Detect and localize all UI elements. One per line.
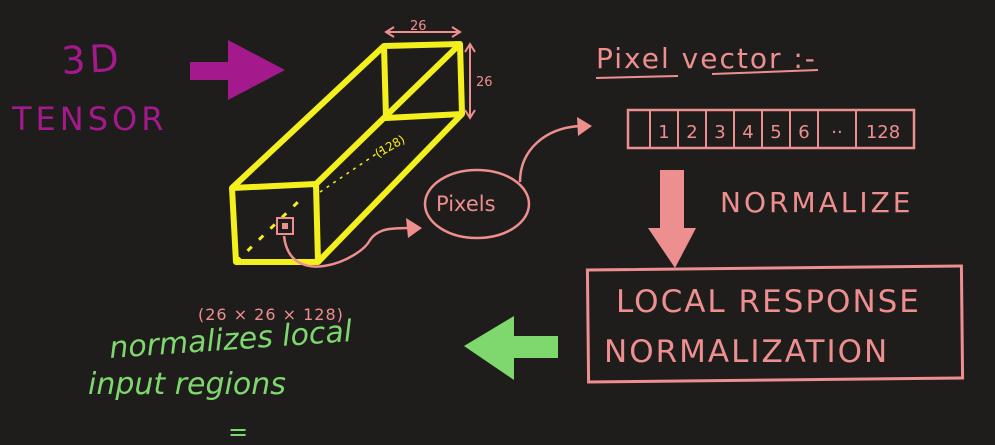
vector-cell-7: ·· bbox=[831, 122, 842, 143]
note-dash: = bbox=[228, 418, 248, 445]
height-label: 26 bbox=[476, 75, 493, 90]
vector-cell-2: 2 bbox=[686, 122, 697, 143]
tensor-block bbox=[229, 41, 465, 265]
vector-cell-5: 5 bbox=[770, 122, 781, 143]
normalize-label: NORMALIZE bbox=[720, 186, 913, 219]
tensor-front-face bbox=[229, 181, 321, 265]
normalize-arrow bbox=[648, 170, 696, 268]
green-arrow bbox=[464, 316, 558, 380]
note-line1: normalizes local bbox=[108, 314, 354, 366]
vector-cell-3: 3 bbox=[714, 122, 725, 143]
lrn-box bbox=[585, 264, 965, 384]
lrn-line2: NORMALIZATION bbox=[604, 334, 889, 370]
lrn-note: normalizes local input regions = bbox=[88, 314, 354, 445]
width-dimension bbox=[384, 26, 462, 38]
pixel-vector-frame bbox=[626, 108, 916, 150]
vector-cell-4: 4 bbox=[742, 122, 753, 143]
tensor-title: 3D TENSOR bbox=[11, 36, 167, 138]
tensor-title-3d: 3D bbox=[60, 36, 124, 83]
pixel-vector-title: Pixel vector :- bbox=[596, 42, 817, 75]
pixel-marker bbox=[276, 217, 294, 235]
vector-cell-1: 1 bbox=[658, 122, 669, 143]
purple-arrow bbox=[190, 40, 285, 100]
height-dimension bbox=[464, 42, 476, 120]
pixels-bubble-label: Pixels bbox=[436, 192, 496, 216]
vector-cell-8: 128 bbox=[866, 122, 900, 143]
bubble-to-vector-arrow bbox=[518, 124, 581, 183]
tensor-depth-label: (128) bbox=[373, 132, 408, 160]
lrn-line1: LOCAL RESPONSE bbox=[616, 284, 921, 320]
tensor-dims: (26 × 26 × 128) bbox=[198, 305, 344, 324]
note-line2: input regions bbox=[88, 367, 286, 402]
tensor-title-tensor: TENSOR bbox=[11, 100, 167, 138]
width-label: 26 bbox=[410, 19, 427, 34]
vector-cell-6: 6 bbox=[798, 122, 809, 143]
pixels-bubble bbox=[423, 168, 531, 240]
pixel-to-bubble-arrow bbox=[282, 226, 413, 268]
